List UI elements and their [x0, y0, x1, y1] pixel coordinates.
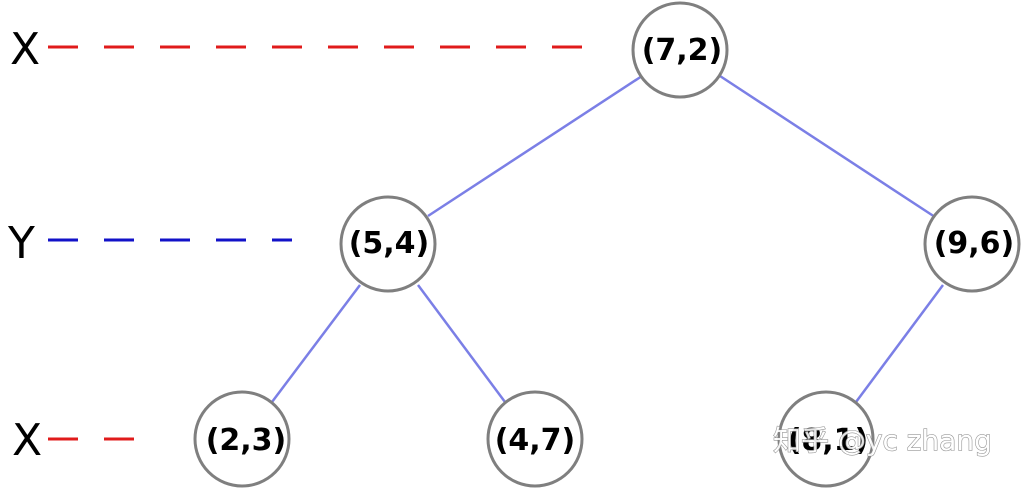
node-circle: [631, 1, 729, 99]
edge-96-81: [854, 284, 945, 403]
tree-node-72: (7,2): [631, 1, 729, 99]
tree-edges: [271, 74, 945, 403]
node-label: (5,4): [349, 226, 430, 261]
node-circle: [486, 390, 584, 488]
node-label: (7,2): [642, 33, 723, 68]
tree-node-47: (4,7): [486, 390, 584, 488]
node-label: (2,3): [206, 423, 287, 458]
tree-node-54: (5,4): [339, 195, 437, 293]
tree-node-81: (8,1): [777, 390, 875, 488]
node-circle: [923, 195, 1021, 293]
tree-node-96: (9,6): [923, 195, 1021, 293]
edge-72-54: [427, 74, 643, 218]
edge-54-23: [271, 284, 361, 403]
node-label: (4,7): [495, 423, 576, 458]
node-label: (8,1): [788, 423, 869, 458]
node-circle: [193, 390, 291, 488]
edge-54-47: [416, 284, 507, 403]
level-0-guide: X: [10, 24, 585, 75]
edge-72-96: [719, 74, 936, 219]
level-1-axis-label: Y: [7, 218, 35, 269]
node-circle: [339, 195, 437, 293]
node-circle: [777, 390, 875, 488]
level-2-axis-label: X: [12, 415, 42, 466]
level-0-axis-label: X: [10, 24, 40, 75]
watermark-text: 知乎 @yc zhang: [773, 424, 992, 457]
tree-node-23: (2,3): [193, 390, 291, 488]
level-2-guide: X: [12, 415, 145, 466]
node-label: (9,6): [934, 226, 1015, 261]
level-1-guide: Y: [7, 218, 292, 269]
